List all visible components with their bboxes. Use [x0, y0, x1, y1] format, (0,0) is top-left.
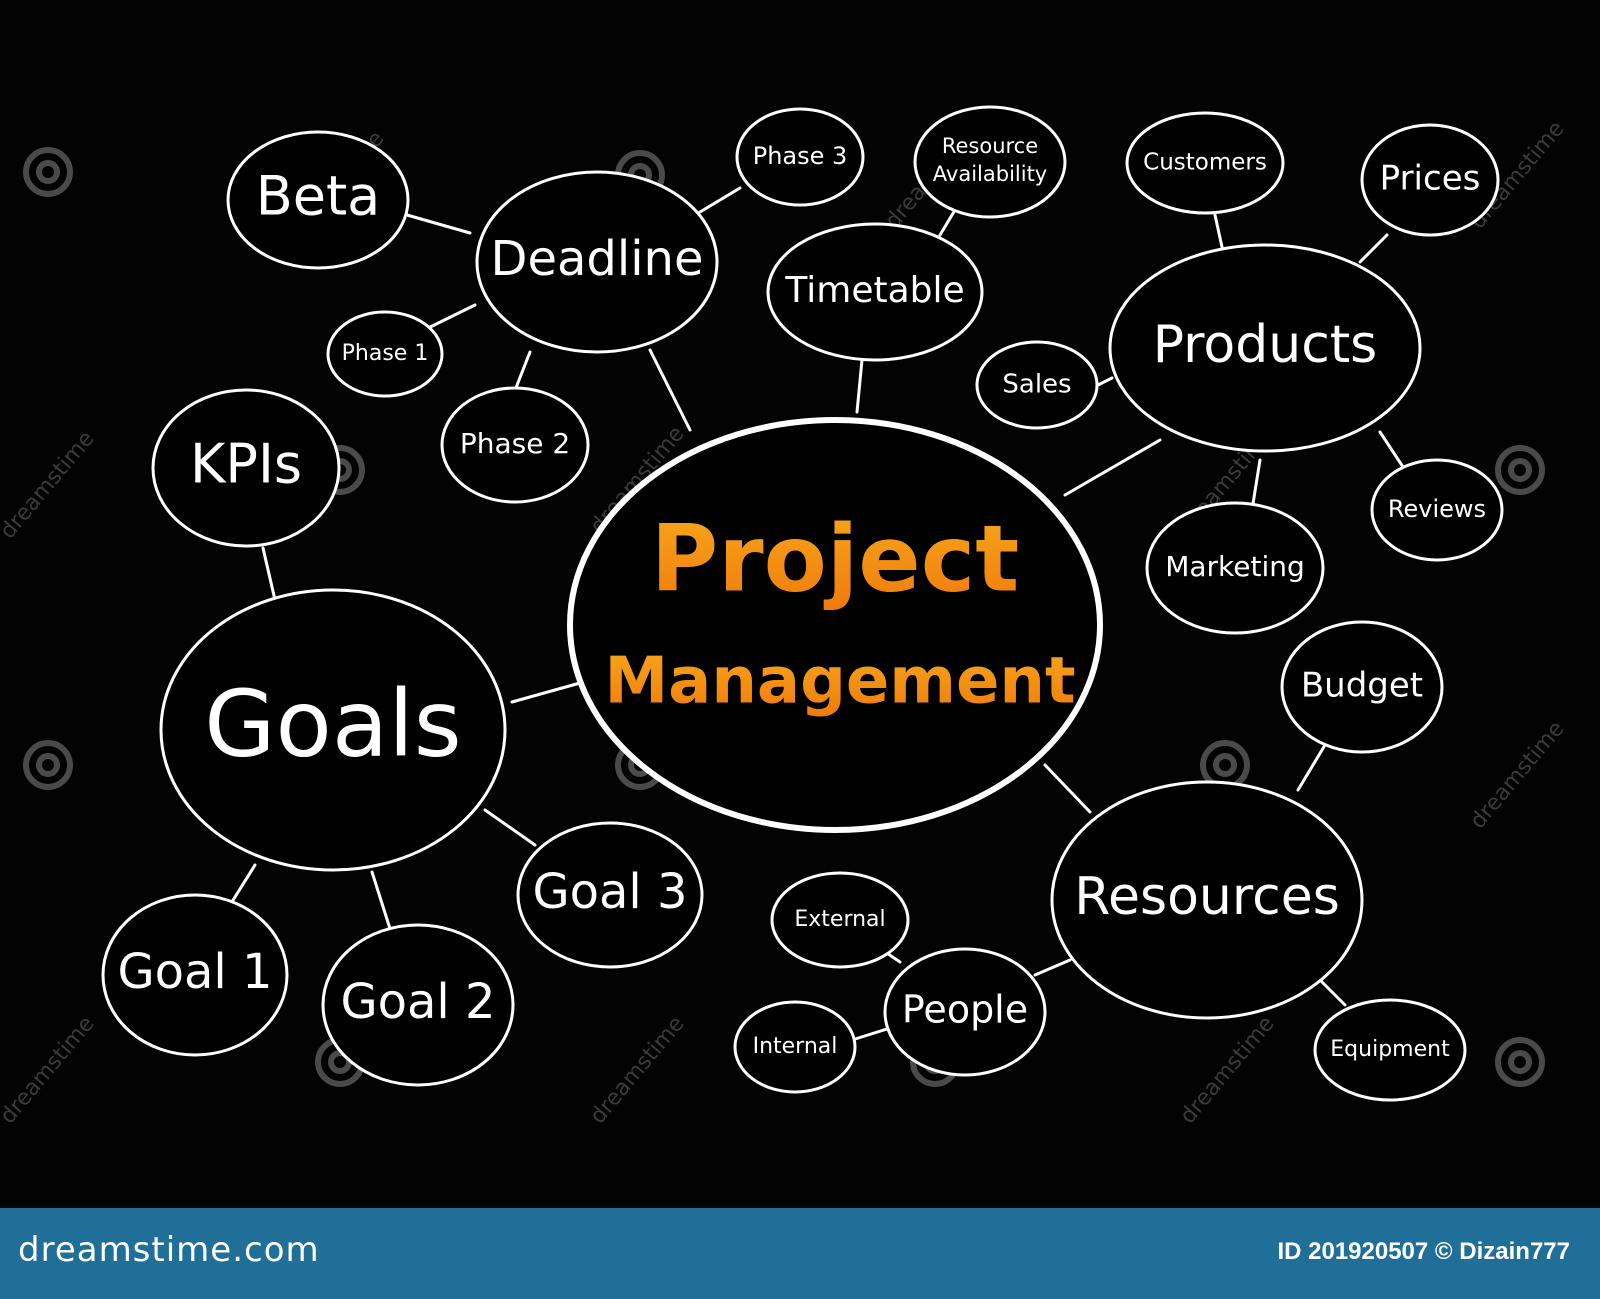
node-label: Resource — [942, 134, 1038, 158]
node-label: Timetable — [784, 270, 964, 311]
node-reviews: Reviews — [1370, 458, 1504, 562]
edge-goals-goal3 — [483, 808, 537, 847]
node-label: Internal — [753, 1034, 838, 1059]
node-label: Resources — [1074, 867, 1340, 927]
node-goal3: Goal 3 — [516, 821, 704, 969]
edge-center-resources — [1043, 763, 1092, 814]
node-people: People — [883, 947, 1047, 1077]
edge-internal-people — [850, 1026, 892, 1042]
node-label: Goal 1 — [117, 944, 272, 1000]
node-label: Phase 2 — [460, 427, 570, 460]
node-kpis: KPIs — [151, 388, 341, 548]
edge-deadline-phase3 — [698, 186, 742, 214]
edge-goals-goal2 — [370, 870, 394, 937]
node-label: Equipment — [1330, 1037, 1450, 1062]
node-prices: Prices — [1360, 123, 1500, 237]
watermark-text: dreamstime — [0, 1012, 100, 1129]
node-goals: Goals — [159, 588, 507, 872]
node-label: KPIs — [190, 433, 302, 496]
edge-products-reviews — [1378, 430, 1407, 472]
node-label: Marketing — [1165, 550, 1305, 583]
node-equipment: Equipment — [1313, 998, 1467, 1102]
node-label: People — [902, 988, 1028, 1032]
edge-beta-deadline — [398, 211, 472, 235]
node-resources: Resources — [1050, 780, 1364, 1020]
edge-sales-products — [1096, 376, 1114, 387]
edge-customers-products — [1213, 213, 1224, 249]
edge-goals-goal1 — [228, 863, 257, 907]
node-goal1: Goal 1 — [101, 893, 289, 1057]
node-label: Availability — [933, 162, 1047, 186]
node-label: Goal 3 — [532, 864, 687, 920]
center-title-line1: Project — [651, 505, 1019, 612]
center-title-line2: Management — [604, 645, 1075, 719]
edge-goals-center — [510, 681, 582, 704]
node-label: Deadline — [491, 231, 704, 287]
node-products: Products — [1108, 243, 1422, 453]
node-label: Customers — [1143, 150, 1267, 176]
node-phase2: Phase 2 — [440, 386, 590, 504]
edge-timetable-resource — [938, 208, 957, 237]
node-label: Goals — [204, 670, 461, 777]
node-goal2: Goal 2 — [321, 923, 515, 1087]
node-label: Sales — [1002, 370, 1071, 400]
node-label: Goal 2 — [340, 974, 495, 1030]
node-external: External — [770, 871, 910, 969]
footer-credit: ID 201920507 © Dizain777 — [1277, 1238, 1570, 1265]
node-deadline: Deadline — [475, 170, 719, 354]
edge-resources-budget — [1296, 743, 1327, 792]
node-label: Budget — [1301, 666, 1423, 706]
node-label: Phase 3 — [753, 142, 848, 170]
node-budget: Budget — [1280, 620, 1444, 754]
node-phase3: Phase 3 — [735, 107, 865, 207]
node-label: Products — [1153, 315, 1378, 375]
edge-resources-people — [1033, 958, 1072, 977]
node-phase1: Phase 1 — [326, 310, 444, 398]
edge-kpis-goals — [261, 546, 277, 602]
edge-products-marketing — [1250, 458, 1262, 512]
node-internal: Internal — [733, 1000, 857, 1094]
node-label: External — [794, 907, 885, 932]
node-label: Beta — [256, 165, 381, 228]
node-beta: Beta — [226, 130, 410, 270]
watermark-text: dreamstime — [1465, 717, 1569, 834]
edge-resources-equipment — [1318, 978, 1347, 1007]
node-customers: Customers — [1125, 111, 1285, 215]
watermark-text: dreamstime — [585, 1012, 689, 1129]
node-center: Project Management — [567, 417, 1103, 833]
footer-bar: dreamstime.com ID 201920507 © Dizain777 — [0, 1208, 1600, 1299]
watermark-text: dreamstime — [0, 427, 100, 544]
node-label: Reviews — [1388, 495, 1486, 523]
node-sales: Sales — [975, 340, 1099, 430]
node-timetable: Timetable — [766, 222, 984, 362]
mind-map: dreamstime dreamstime dreamstime dreamst… — [0, 105, 1570, 1129]
edge-center-products — [1063, 438, 1162, 497]
edge-timetable-center — [855, 358, 864, 414]
footer-brand: dreamstime.com — [18, 1230, 320, 1270]
watermark-text: dreamstime — [1175, 1012, 1279, 1129]
node-resource-availability: Resource Availability — [913, 105, 1067, 219]
node-label: Phase 1 — [342, 341, 429, 366]
node-label: Prices — [1380, 159, 1481, 199]
node-marketing: Marketing — [1145, 501, 1325, 635]
edge-deadline-center — [648, 348, 692, 432]
edge-prices-products — [1358, 233, 1389, 264]
